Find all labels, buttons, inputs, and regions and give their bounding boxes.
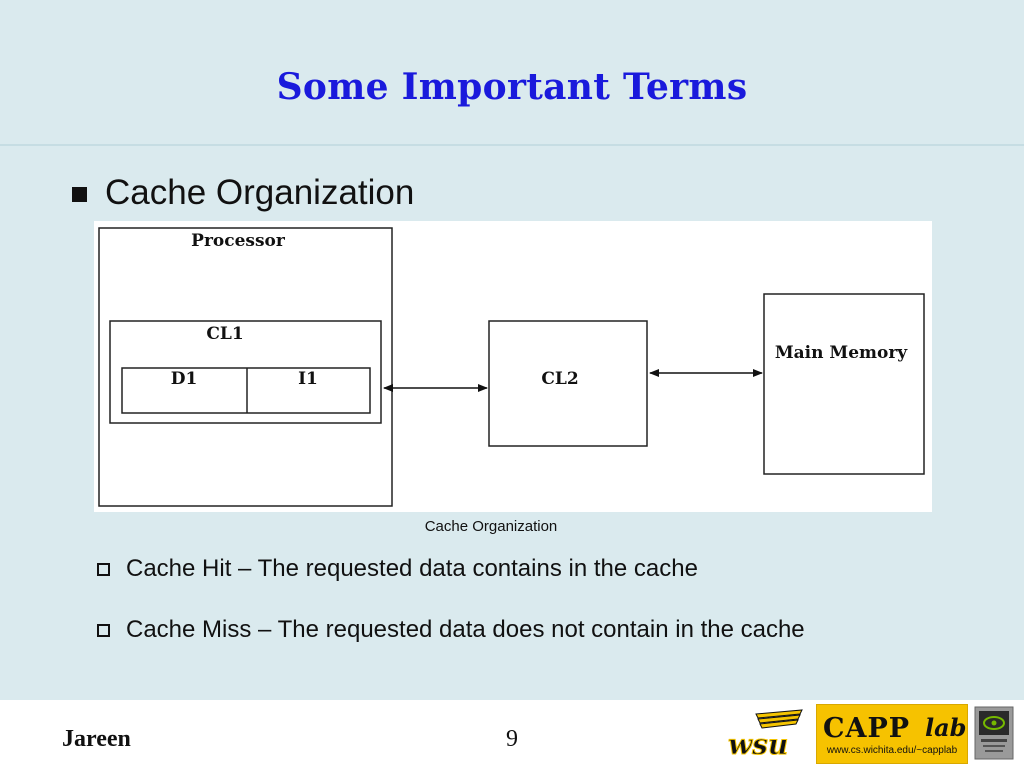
main-bullet-text: Cache Organization bbox=[105, 173, 415, 212]
processor-label: Processor bbox=[191, 231, 286, 251]
d1-i1-box bbox=[121, 367, 371, 414]
i1-label: I1 bbox=[298, 369, 318, 389]
sub-bullet-cache-hit: Cache Hit – The requested data contains … bbox=[97, 555, 698, 583]
main-bullet: Cache Organization bbox=[72, 170, 414, 216]
processor-box bbox=[98, 227, 393, 507]
nvidia-logo bbox=[974, 706, 1014, 760]
capp-lab-logo: CAPP lab www.cs.wichita.edu/~capplab bbox=[816, 704, 968, 764]
footer: Jareen 9 wsu CAPP lab www.cs.wichita.edu… bbox=[0, 700, 1024, 768]
title-band: Some Important Terms bbox=[0, 0, 1024, 146]
author-name: Jareen bbox=[62, 726, 131, 752]
capp-logo-text: CAPP bbox=[823, 713, 911, 744]
cl1-box bbox=[109, 320, 382, 424]
checkbox-bullet-icon bbox=[97, 562, 110, 576]
wsu-logo: wsu bbox=[726, 708, 806, 762]
sub-bullet-text: Cache Hit – The requested data contains … bbox=[126, 555, 698, 582]
d1-label: D1 bbox=[171, 369, 198, 389]
sub-bullet-cache-miss: Cache Miss – The requested data does not… bbox=[97, 616, 805, 644]
main-memory-label: Main Memory bbox=[775, 343, 908, 363]
cl1-label: CL1 bbox=[206, 324, 243, 344]
capp-logo-url: www.cs.wichita.edu/~capplab bbox=[826, 745, 958, 756]
cache-organization-diagram: Processor CL1 D1 I1 CL2 Main Memory bbox=[94, 221, 932, 512]
main-memory-box bbox=[763, 293, 925, 475]
page-number: 9 bbox=[506, 726, 518, 752]
cl2-box bbox=[488, 320, 648, 447]
diagram-caption: Cache Organization bbox=[424, 518, 558, 535]
sub-bullet-text: Cache Miss – The requested data does not… bbox=[126, 616, 805, 643]
cl2-label: CL2 bbox=[541, 369, 578, 389]
checkbox-bullet-icon bbox=[97, 623, 110, 637]
slide-title: Some Important Terms bbox=[276, 66, 748, 108]
wsu-logo-text: wsu bbox=[728, 728, 788, 760]
capp-logo-lab: lab bbox=[925, 713, 967, 742]
square-bullet-icon bbox=[72, 187, 87, 202]
